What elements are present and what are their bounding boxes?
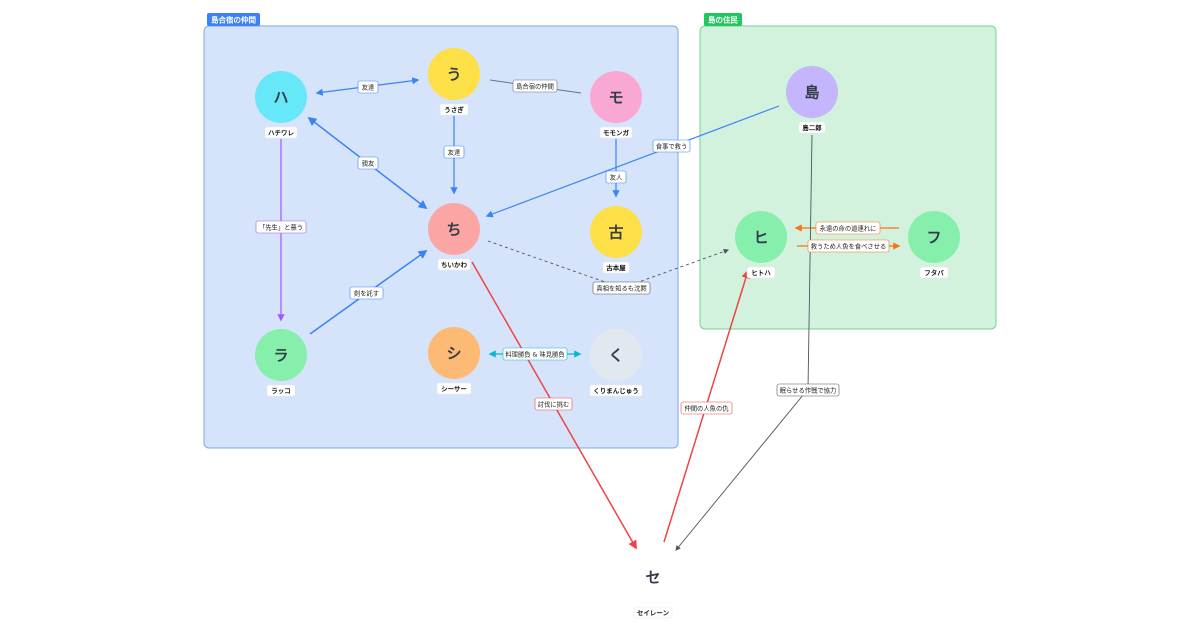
node-hachiware-name: ハチワレ [268,129,295,137]
edge-label-siren-hitoha: 仲間の人魚の仇 [680,401,733,415]
svg-text:友達: 友達 [362,83,375,92]
edge-label-hachiware-usagi: 友達 [357,80,379,94]
node-kurimanju-letter: く [608,347,623,365]
edge-label-chiikawa-hitoha: 真相を知るも沈黙 [592,281,651,295]
edge-label-shimajiro-siren: 眠らせる作戦で協力 [776,383,840,397]
node-shimajiro-name: 島二郎 [802,123,822,132]
edge-line-shimajiro-chiikawa [485,105,780,218]
node-kurimanju[interactable]: く くりまんじゅう [589,329,643,397]
node-hitoha-name: ヒトハ [751,269,771,277]
node-siren[interactable]: セ セイレーン [627,551,679,619]
node-momonga-name: モモンガ [603,128,630,137]
node-furuhonya-circle [590,206,642,258]
node-hachiware-letter: ハ [273,89,288,107]
node-hachiware[interactable]: ハ ハチワレ [255,71,307,139]
svg-text:友達: 友達 [448,148,461,157]
edge-label-hachiware-rakko: 「先生」と慕う [255,220,307,234]
node-futaba-circle [908,211,960,263]
node-shimajiro-circle [786,66,838,118]
edge-label-chiikawa-siren: 討伐に挑む [534,397,573,411]
node-futaba-name: フタバ [924,268,944,277]
node-chiikawa-name: ちいかわ [441,261,468,269]
node-rakko-circle [255,329,307,381]
node-siren-letter: セ [645,569,660,587]
node-kurimanju-name: くりまんじゅう [593,386,639,395]
node-hachiware-circle [255,71,307,123]
group-island-friends-title: 島合宿の仲間 [211,15,256,25]
edge-label-shisa-kurimanju: 料理勝負 & 味見勝負 [502,347,568,361]
svg-text:食事で救う: 食事で救う [656,142,687,151]
node-chiikawa[interactable]: ち ちいかわ [428,203,480,271]
node-usagi-name: うさぎ [444,105,464,114]
edge-label-shimajiro-chiikawa: 食事で救う [652,139,691,153]
node-furuhonya-letter: 古 [608,224,623,242]
svg-text:料理勝負 & 味見勝負: 料理勝負 & 味見勝負 [505,350,564,359]
edge-label-rakko-chiikawa: 剣を託す [349,286,384,300]
edge-label-hachiware-chiikawa: 親友 [357,156,379,170]
node-shisa-circle [428,327,480,379]
node-momonga-circle [590,71,642,123]
svg-text:討伐に挑む: 討伐に挑む [538,400,569,409]
node-shimajiro[interactable]: 島 島二郎 [786,66,838,134]
edge-label-usagi-chiikawa: 友達 [443,145,465,159]
node-shisa-name: シーサー [441,385,467,393]
nodes: ハ ハチワレ う うさぎ モ モモンガ ち ちいかわ 古 古本屋 [255,48,960,619]
node-furuhonya[interactable]: 古 古本屋 [590,206,642,274]
node-hitoha[interactable]: ヒ ヒトハ [735,211,787,279]
node-usagi[interactable]: う うさぎ [428,48,480,116]
edge-labels: 友達 島合宿の仲間 友達 親友 友人 食事で救う 「先生」と慕う 剣を託す [255,79,890,415]
node-rakko-name: ラッコ [271,387,291,395]
node-rakko[interactable]: ラ ラッコ [255,329,307,397]
node-shisa-letter: シ [446,345,461,363]
svg-text:仲間の人魚の仇: 仲間の人魚の仇 [684,404,729,413]
edge-label-usagi-momonga: 島合宿の仲間 [512,79,558,93]
svg-text:剣を託す: 剣を託す [354,289,379,298]
group-island-residents-title: 島の住民 [708,15,738,25]
node-chiikawa-circle [428,203,480,255]
node-hitoha-letter: ヒ [753,229,768,247]
node-shimajiro-letter: 島 [804,84,819,102]
edge-line-chiikawa-hitoha [487,240,730,289]
node-momonga[interactable]: モ モモンガ [590,71,642,139]
node-hitoha-circle [735,211,787,263]
node-siren-circle [627,551,679,603]
node-futaba-letter: フ [926,229,941,247]
svg-text:真相を知るも沈黙: 真相を知るも沈黙 [596,284,647,293]
node-furuhonya-name: 古本屋 [606,263,626,272]
node-momonga-letter: モ [608,89,623,107]
node-chiikawa-letter: ち [446,221,461,239]
node-usagi-circle [428,48,480,100]
svg-text:友人: 友人 [610,173,623,182]
node-futaba[interactable]: フ フタバ [908,211,960,279]
svg-text:救うため人魚を食べさせる: 救うため人魚を食べさせる [811,242,887,251]
edge-label-futaba-hitoha: 永遠の命の道連れに [815,221,881,235]
node-shisa[interactable]: シ シーサー [428,327,480,395]
svg-text:親友: 親友 [362,159,375,168]
node-siren-name: セイレーン [637,609,670,617]
node-usagi-letter: う [446,66,461,84]
svg-text:島合宿の仲間: 島合宿の仲間 [516,82,554,91]
svg-text:永遠の命の道連れに: 永遠の命の道連れに [820,224,877,233]
svg-text:眠らせる作戦で協力: 眠らせる作戦で協力 [780,386,837,395]
node-kurimanju-circle [590,329,642,381]
node-rakko-letter: ラ [273,347,288,365]
edge-label-momonga-furuhonya: 友人 [605,170,627,184]
edge-label-hitoha-futaba: 救うため人魚を食べさせる [807,239,890,253]
svg-text:「先生」と慕う: 「先生」と慕う [259,223,303,232]
